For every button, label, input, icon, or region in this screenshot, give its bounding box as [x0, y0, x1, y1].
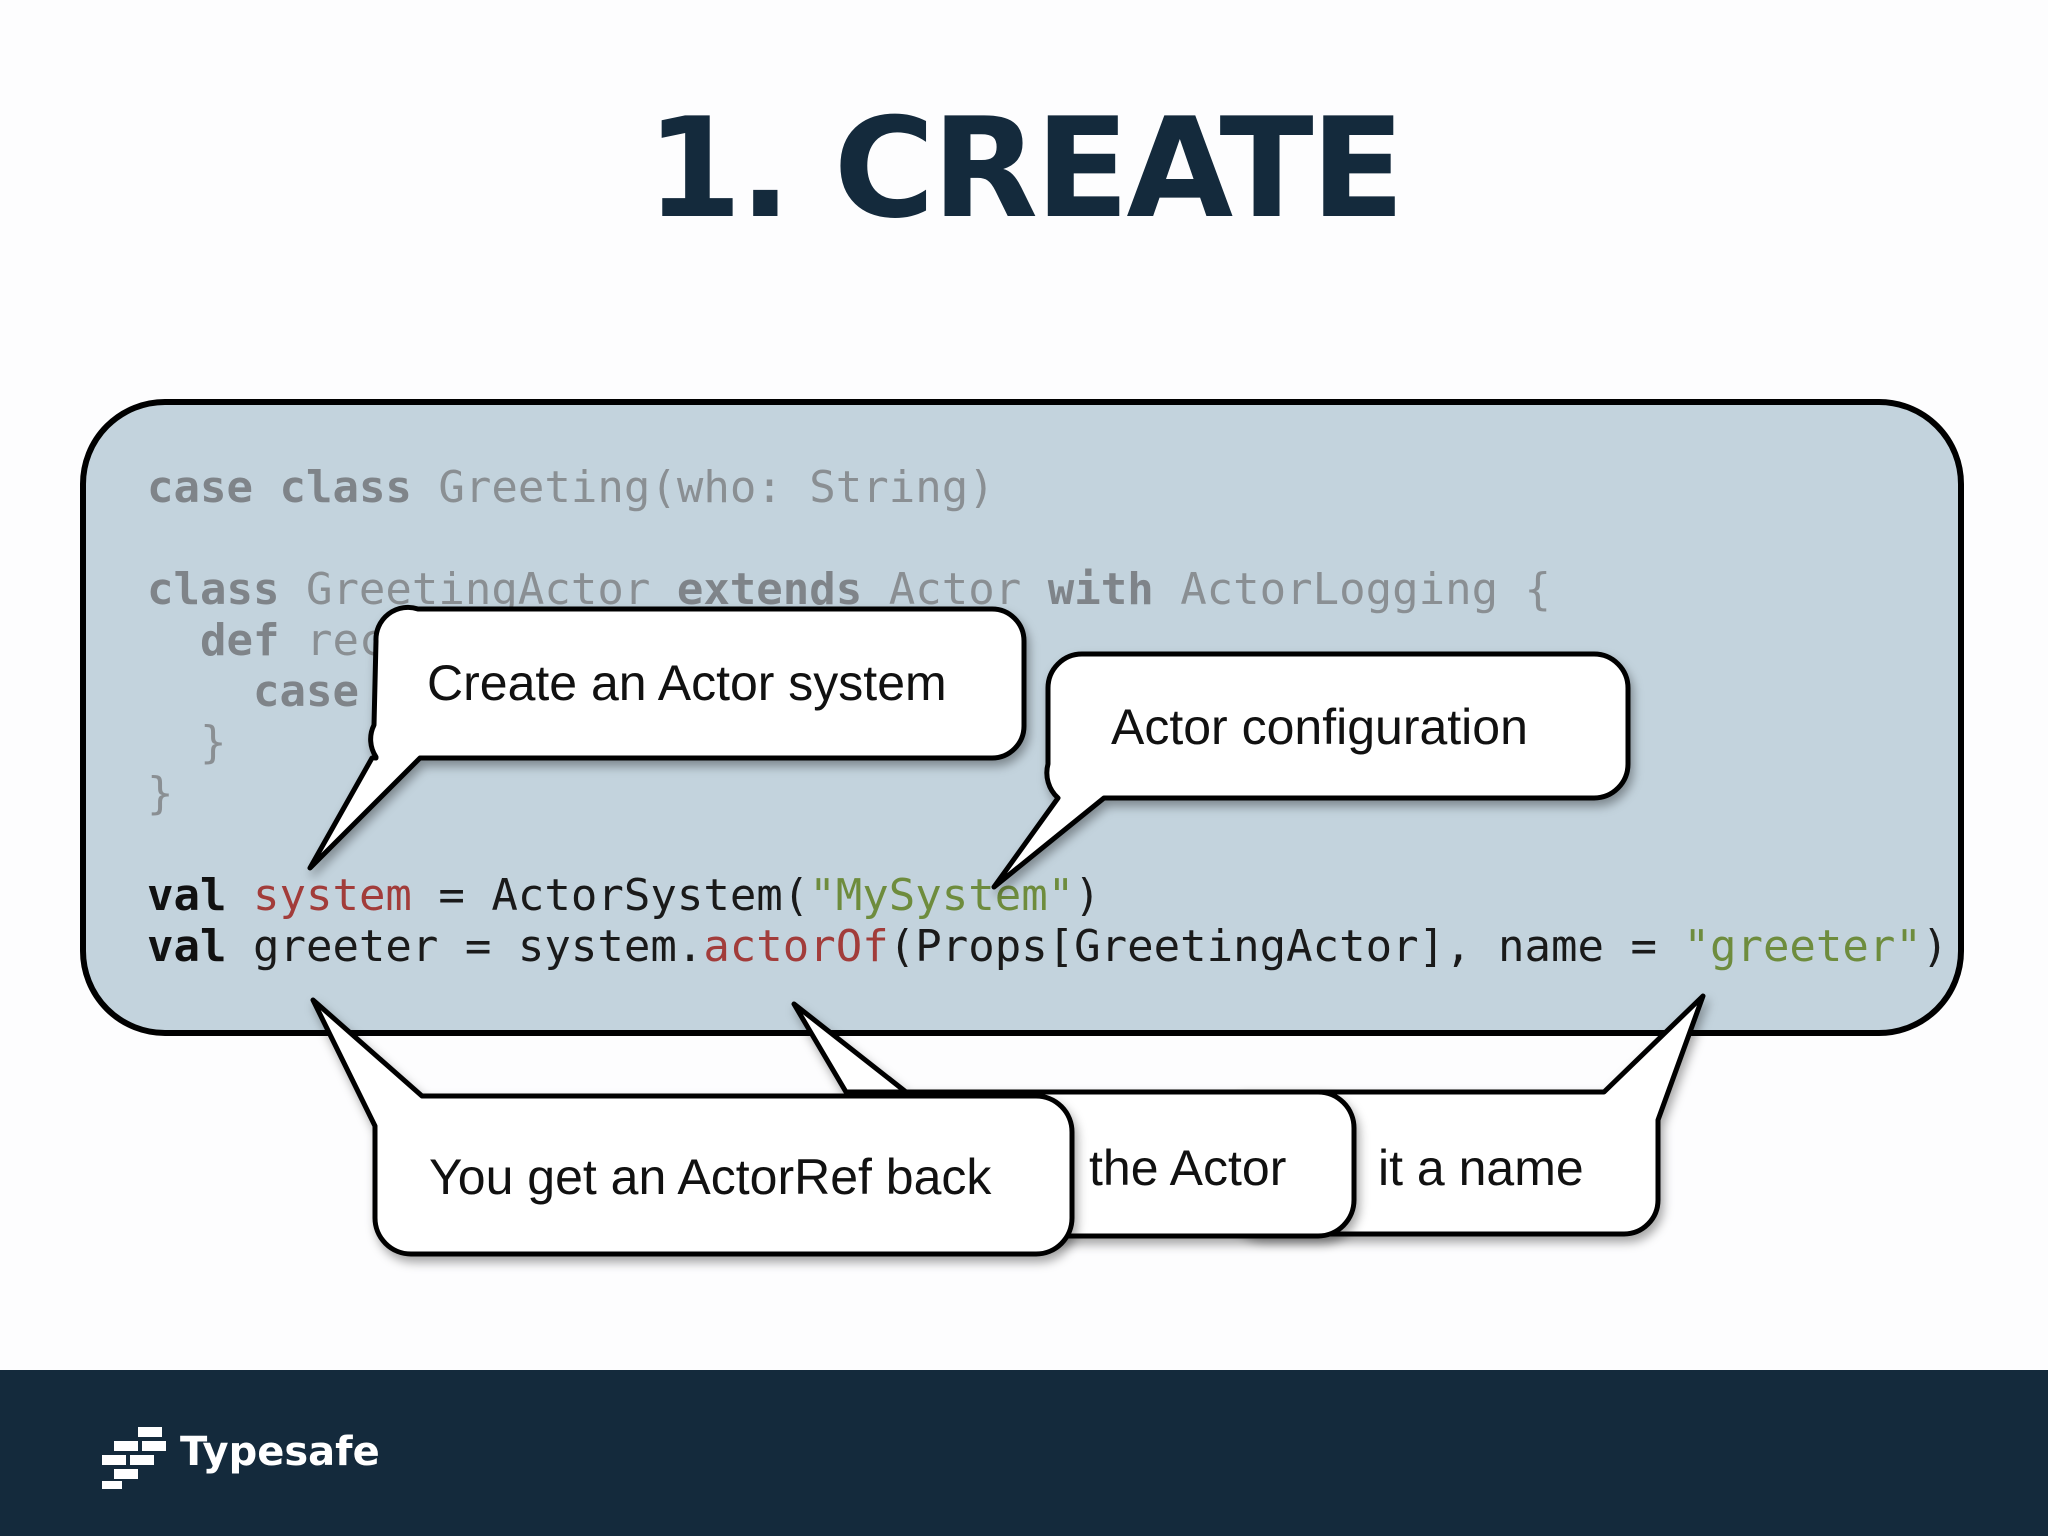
code-text: } [147, 768, 174, 819]
callout-bubble-actor-config [991, 651, 1631, 890]
code-text: ) [1074, 870, 1101, 921]
code-text: = ActorSystem( [411, 870, 810, 921]
code-block: case class Greeting(who: String) class G… [147, 462, 1948, 972]
code-line-8: val greeter = system.actorOf(Props[Greet… [147, 921, 1948, 972]
code-text: rec [305, 615, 386, 666]
code-text: greeter = system. [226, 921, 704, 972]
typesafe-logo-icon [102, 1427, 166, 1489]
footer-brand: Typesafe [180, 1429, 380, 1475]
code-line-3: def rec [147, 615, 1948, 666]
code-line-5: } [147, 717, 1948, 768]
callout-text-create-system: Create an Actor system [427, 655, 947, 711]
callout-text-actor-config: Actor configuration [1111, 699, 1528, 755]
code-identifier: system [252, 870, 412, 921]
code-keyword: def [199, 615, 280, 666]
callout-bubble-actorref-back [310, 997, 1075, 1257]
code-identifier: actorOf [703, 921, 889, 972]
slide-title: 1. CREATE [646, 88, 1405, 249]
code-text: ) [1921, 921, 1949, 972]
footer-bar [0, 1370, 2048, 1536]
callout-bubble-create-system [307, 604, 1027, 871]
code-keyword: val [147, 870, 227, 921]
callout-text-create-actor: the Actor [1089, 1140, 1287, 1196]
code-keyword: with [1047, 564, 1154, 615]
code-keyword: case [147, 462, 253, 513]
code-text: } [199, 717, 227, 768]
code-line-7: val system = ActorSystem("MySystem") [147, 870, 1948, 921]
code-keyword: class [147, 564, 280, 615]
code-string: "greeter" [1683, 921, 1922, 972]
code-keyword: case [252, 666, 359, 717]
code-keyword: class [279, 462, 412, 513]
callout-text-actorref-back: You get an ActorRef back [429, 1149, 992, 1205]
callout-text-give-name: it a name [1378, 1140, 1584, 1196]
code-line-1: case class Greeting(who: String) [147, 462, 1948, 513]
code-string: "MySystem" [809, 870, 1075, 921]
code-text: Greeting(who: String) [438, 462, 995, 513]
code-line-6: } [147, 768, 1948, 819]
code-text: ActorLogging { [1180, 564, 1552, 615]
code-keyword: val [147, 921, 227, 972]
code-text: (Props[GreetingActor], name = [888, 921, 1684, 972]
